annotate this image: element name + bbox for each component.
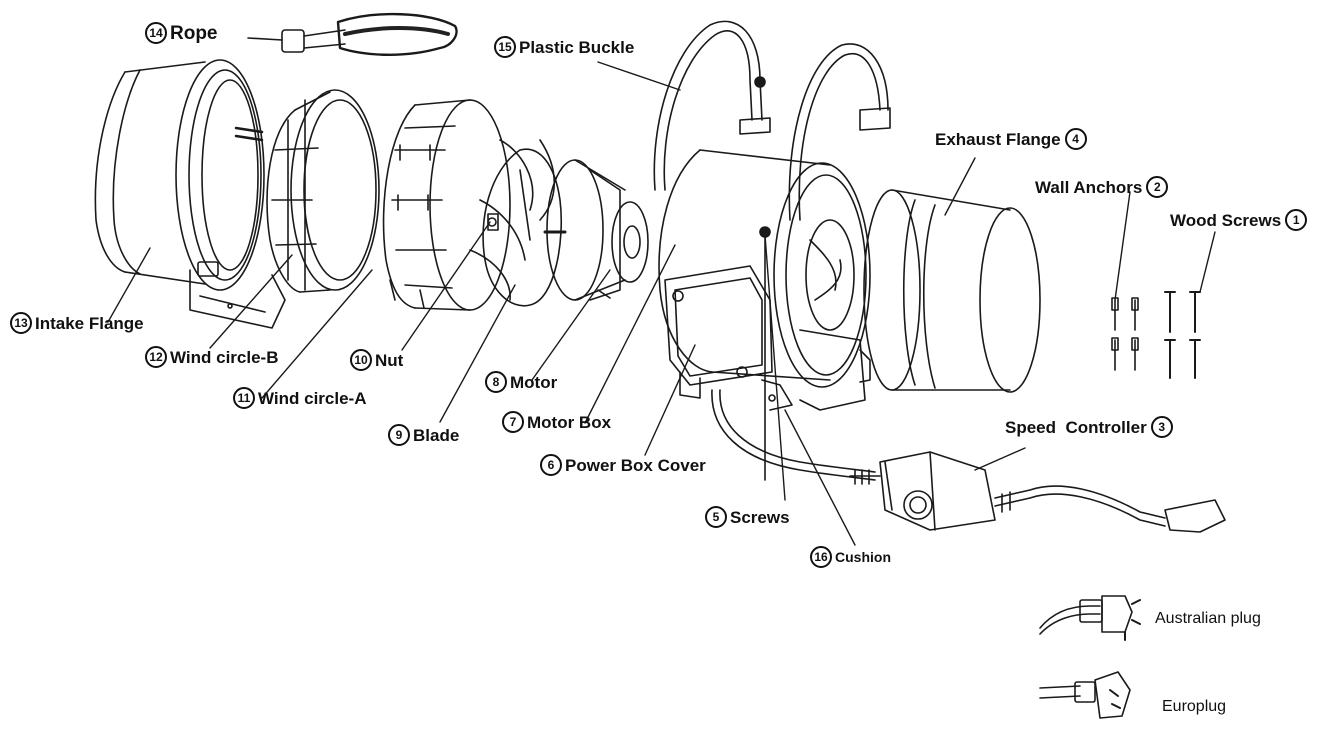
- part-number: 9: [388, 424, 410, 446]
- part-number: 14: [145, 22, 167, 44]
- motor-box-drawing: [658, 149, 871, 411]
- part-number: 10: [350, 349, 372, 371]
- part-number: 13: [10, 312, 32, 334]
- label-nut: 10 Nut: [350, 349, 403, 371]
- part-name: Plastic Buckle: [519, 37, 635, 57]
- part-name: Power Box Cover: [565, 455, 706, 475]
- part-name: Wind circle-B: [170, 347, 279, 367]
- speed-controller-drawing: [711, 389, 1226, 533]
- power-box-cover-drawing: [664, 265, 793, 411]
- label-motor: 8 Motor: [485, 371, 557, 393]
- part-number: 7: [502, 411, 524, 433]
- label-power-box-cover: 6 Power Box Cover: [540, 454, 706, 476]
- australian-plug-icon: [1039, 595, 1141, 641]
- part-number: 1: [1285, 209, 1308, 231]
- australian-plug-label: Australian plug: [1155, 610, 1261, 627]
- label-wind-circle-b: 12 Wind circle-B: [145, 346, 278, 368]
- wind-circle-b-drawing: [266, 89, 380, 293]
- part-number: 15: [494, 36, 516, 58]
- label-motor-box: 7 Motor Box: [502, 411, 611, 433]
- label-exhaust-flange: Exhaust Flange 4: [935, 128, 1087, 150]
- label-rope: 14 Rope: [145, 22, 218, 44]
- label-cushion: 16 Cushion: [810, 546, 891, 568]
- part-name: Motor Box: [527, 412, 612, 432]
- exhaust-flange-drawing: [859, 189, 1041, 393]
- part-name: Exhaust Flange: [935, 129, 1061, 149]
- part-number: 2: [1146, 176, 1169, 198]
- part-number: 16: [810, 546, 832, 568]
- label-blade: 9 Blade: [388, 424, 459, 446]
- label-speed-controller: Speed Controller 3: [1005, 416, 1173, 438]
- europlug-label: Europlug: [1162, 698, 1227, 715]
- part-number: 6: [540, 454, 562, 476]
- part-name: Nut: [375, 350, 404, 370]
- wind-circle-a-drawing: [382, 99, 511, 311]
- leader-lines: [107, 61, 1216, 546]
- part-name: Motor: [510, 372, 558, 392]
- part-name: Rope: [170, 22, 218, 44]
- part-number: 8: [485, 371, 507, 393]
- part-name: Wind circle-A: [258, 388, 367, 408]
- intake-flange-drawing: [94, 59, 286, 329]
- europlug-icon: [1039, 671, 1131, 719]
- part-number: 11: [233, 387, 255, 409]
- part-number: 12: [145, 346, 167, 368]
- part-name: Cushion: [835, 549, 891, 565]
- label-wall-anchors: Wall Anchors 2: [1035, 176, 1169, 198]
- label-wood-screws: Wood Screws 1: [1170, 209, 1308, 231]
- rope-drawing: [247, 12, 458, 56]
- part-name: Intake Flange: [35, 313, 144, 333]
- label-intake-flange: 13 Intake Flange: [10, 312, 144, 334]
- plastic-buckle-drawing: [653, 20, 891, 481]
- label-screws: 5 Screws: [705, 506, 790, 528]
- part-number: 4: [1064, 128, 1087, 150]
- label-plastic-buckle: 15 Plastic Buckle: [494, 36, 634, 58]
- part-name: Screws: [730, 507, 790, 527]
- part-number: 5: [705, 506, 727, 528]
- label-wind-circle-a: 11 Wind circle-A: [233, 387, 366, 409]
- part-name: Wall Anchors: [1035, 177, 1143, 197]
- hardware-drawing: [1111, 291, 1201, 379]
- motor-drawing: [543, 159, 649, 301]
- part-name: Wood Screws: [1170, 210, 1282, 230]
- part-number: 3: [1150, 416, 1173, 438]
- part-name: Blade: [413, 425, 460, 445]
- part-name: Speed Controller: [1005, 417, 1147, 437]
